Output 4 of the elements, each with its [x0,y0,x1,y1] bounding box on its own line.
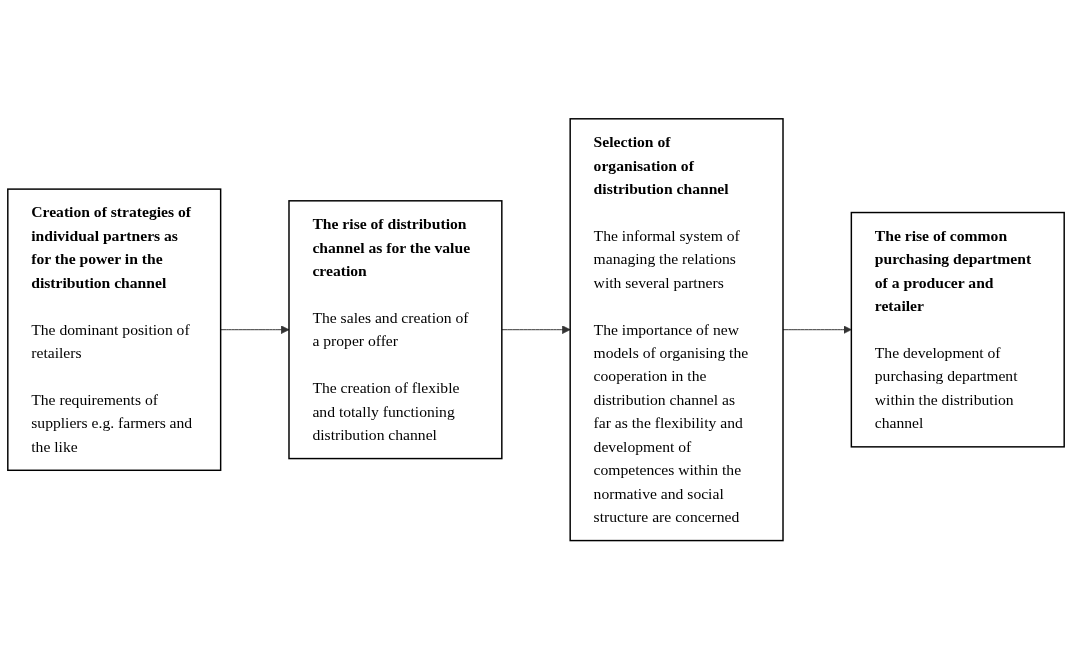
node-box: The rise of common purchasing department of a producer and retailer The development of purchasing department within the distribution channel [850,211,1065,448]
node-box: The rise of distribution channel as for the value creation The sales and creation of a proper offer The creation of flexible and totally functioning distribution channel [288,199,503,460]
node-box: Creation of strategies of individual partners as for the power in the distribution channel The dominant position of retailers The requirements of suppliers e.g. farmers and the like [7,188,222,471]
node-box: Selection of organisation of distribution channel The informal system of managing the relations with several partners The importance of new models of organising the cooperation in the distribution channel as far as the flexibility and development of competences within the normative and social structure are concerned [569,117,784,542]
